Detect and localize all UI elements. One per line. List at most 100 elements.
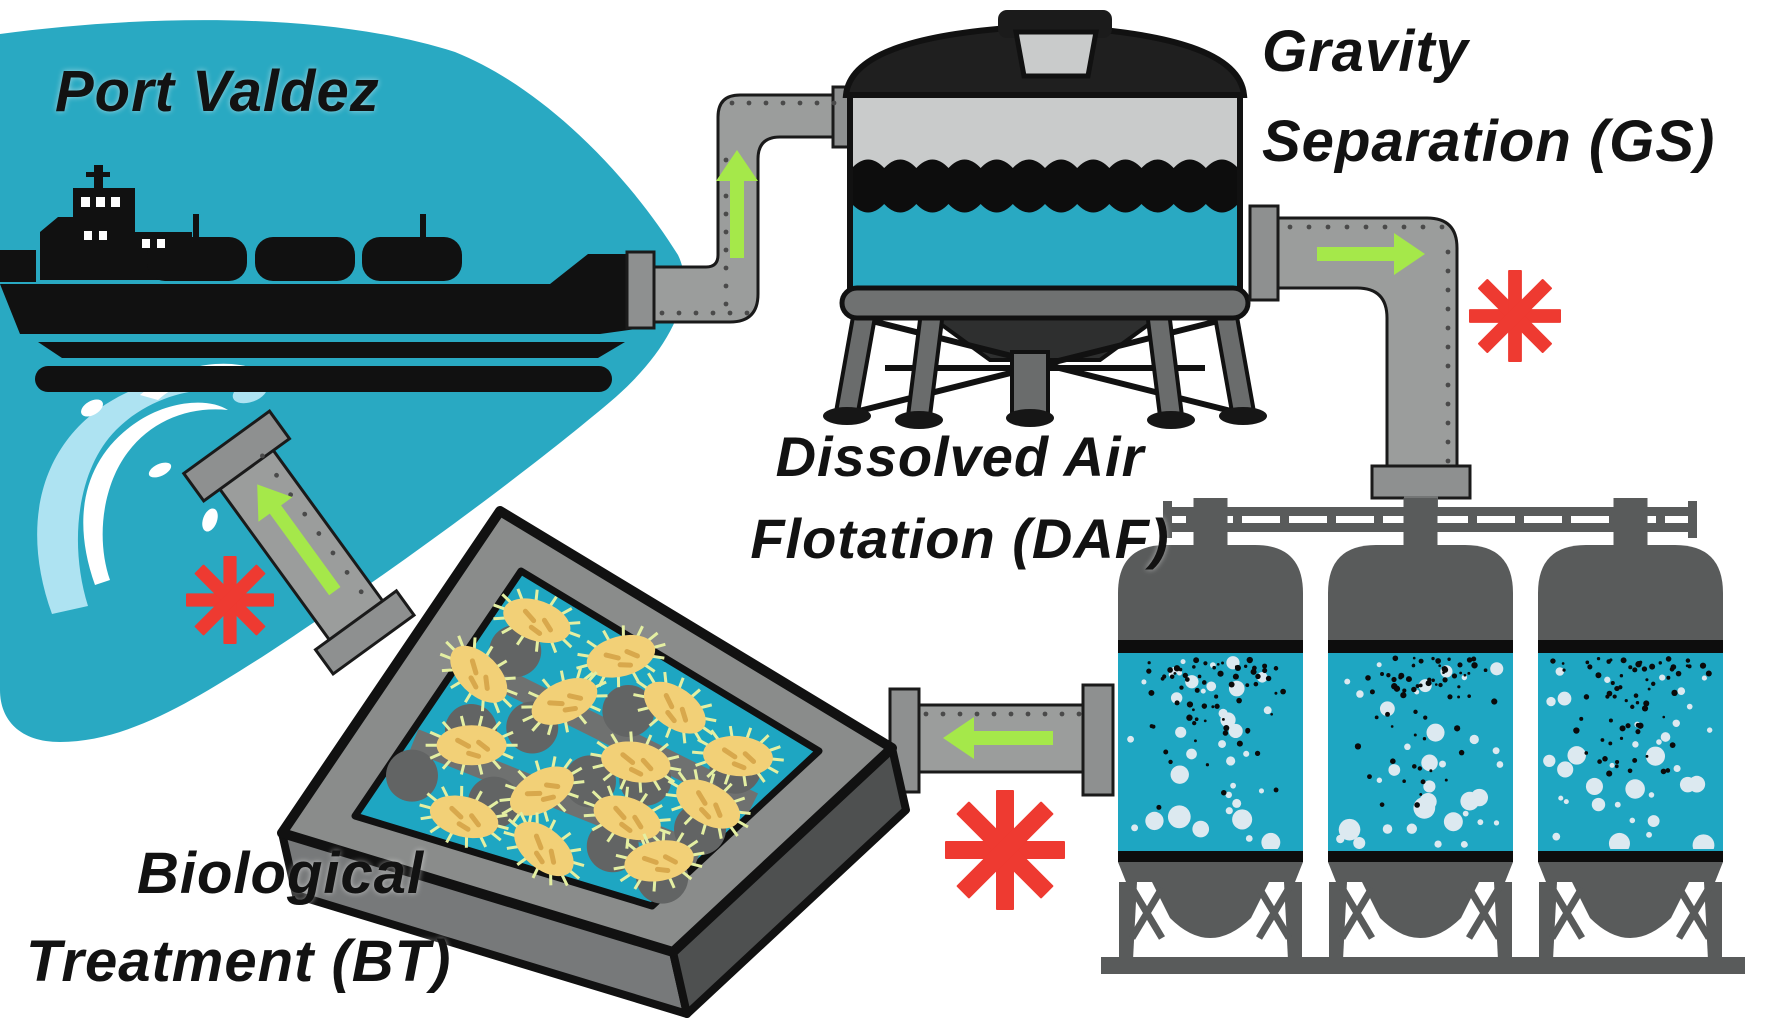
bubble xyxy=(1563,799,1569,805)
rivet-dot xyxy=(1445,439,1451,445)
particle-speck xyxy=(1386,673,1391,678)
particle-speck xyxy=(1458,749,1465,756)
particle-speck xyxy=(1151,724,1156,729)
gs-bottom-rim xyxy=(839,285,1251,321)
particle-speck xyxy=(1665,768,1671,773)
particle-speck xyxy=(1228,681,1235,688)
label-bt-line1: Biological xyxy=(137,841,425,906)
particle-speck xyxy=(1405,676,1412,683)
particle-speck xyxy=(1385,711,1390,717)
particle-speck xyxy=(1628,665,1633,670)
bubble xyxy=(1677,687,1686,695)
rivet-dot xyxy=(676,310,682,316)
daf-tanks-icon xyxy=(1101,498,1745,974)
microbe-icon xyxy=(425,715,518,775)
bubble xyxy=(1443,812,1463,832)
particle-speck xyxy=(1412,656,1416,660)
particle-speck xyxy=(1179,685,1184,690)
bubble xyxy=(1141,679,1147,685)
rivet-dot xyxy=(831,100,837,106)
rivet-dot xyxy=(723,283,729,289)
particle-speck xyxy=(1234,664,1242,672)
bubble xyxy=(1170,692,1183,704)
particle-speck xyxy=(1169,674,1175,679)
particle-speck xyxy=(1619,736,1624,740)
particle-speck xyxy=(1216,662,1220,666)
microbe-icon xyxy=(493,588,581,654)
bubble xyxy=(1629,817,1636,824)
particle-speck xyxy=(1236,740,1243,747)
bubble xyxy=(1426,723,1445,742)
particle-speck xyxy=(1435,658,1441,664)
particle-speck xyxy=(1402,688,1407,693)
bubble xyxy=(1686,703,1693,710)
microbe-icon xyxy=(499,756,585,826)
bubble xyxy=(1673,764,1681,773)
particle-speck xyxy=(1250,668,1257,675)
rivet-dot xyxy=(1059,711,1065,717)
bubble xyxy=(1660,732,1671,742)
particle-speck xyxy=(1214,703,1220,709)
daf-tank-icon xyxy=(1538,545,1723,960)
particle-speck xyxy=(1619,674,1624,678)
particle-speck xyxy=(1610,681,1615,686)
bt-pool-contents xyxy=(385,588,784,904)
label-gs-line2: Separation (GS) xyxy=(1262,109,1716,174)
particle-speck xyxy=(1374,715,1379,720)
particle-speck xyxy=(1431,678,1435,683)
particle-speck xyxy=(1183,673,1187,678)
gs-water xyxy=(850,186,1240,304)
label-port-valdez: Port Valdez xyxy=(55,59,380,124)
particle-speck xyxy=(1675,670,1682,677)
daf-hopper xyxy=(1328,862,1513,960)
particle-speck xyxy=(1483,668,1488,673)
particle-speck xyxy=(1201,680,1207,685)
particle-speck xyxy=(1660,768,1667,775)
bt-basin-icon xyxy=(277,506,910,1018)
bubble xyxy=(1388,764,1401,776)
bubble xyxy=(1206,681,1217,692)
particle-speck xyxy=(1471,656,1477,662)
particle-speck xyxy=(1201,703,1208,709)
daf-hopper xyxy=(1538,862,1723,960)
particle-speck xyxy=(1419,792,1423,796)
particle-speck xyxy=(1400,692,1407,699)
particle-speck xyxy=(1431,656,1435,661)
particle-speck xyxy=(1379,802,1385,807)
bubble xyxy=(1336,834,1345,844)
particle-speck xyxy=(1160,676,1165,681)
flow-arrow-up-left xyxy=(257,484,341,596)
particle-speck xyxy=(1186,701,1194,708)
particle-speck xyxy=(1412,764,1417,769)
particle-speck xyxy=(1641,705,1649,712)
bubble xyxy=(1591,797,1606,812)
bubble xyxy=(1645,746,1666,766)
flow-arrow-right xyxy=(1317,233,1425,275)
bubble xyxy=(1413,796,1436,819)
particle-speck xyxy=(1174,700,1180,706)
particle-speck xyxy=(1441,666,1446,671)
rivet-dot xyxy=(957,711,963,717)
particle-speck xyxy=(1422,737,1427,741)
particle-speck xyxy=(1392,655,1399,662)
particle-speck xyxy=(1163,749,1169,755)
particle-speck xyxy=(1194,687,1200,693)
bubble xyxy=(1477,819,1484,826)
flow-arrow-up xyxy=(716,150,758,258)
particle-speck xyxy=(1583,694,1590,700)
particle-speck xyxy=(1380,671,1385,676)
rivet-dot xyxy=(723,193,729,199)
particle-speck xyxy=(1221,789,1227,796)
particle-speck xyxy=(1412,663,1415,667)
particle-speck xyxy=(1232,673,1239,680)
bubble xyxy=(1656,739,1662,745)
particle-speck xyxy=(1402,779,1406,783)
particle-speck xyxy=(1444,778,1448,782)
particle-speck xyxy=(1369,689,1375,695)
particle-speck xyxy=(1666,675,1671,680)
bubble xyxy=(1672,719,1680,727)
microbe-icon xyxy=(590,731,682,793)
particle-speck xyxy=(1669,742,1676,749)
bubble xyxy=(1379,701,1395,717)
particle-speck xyxy=(1429,769,1433,773)
